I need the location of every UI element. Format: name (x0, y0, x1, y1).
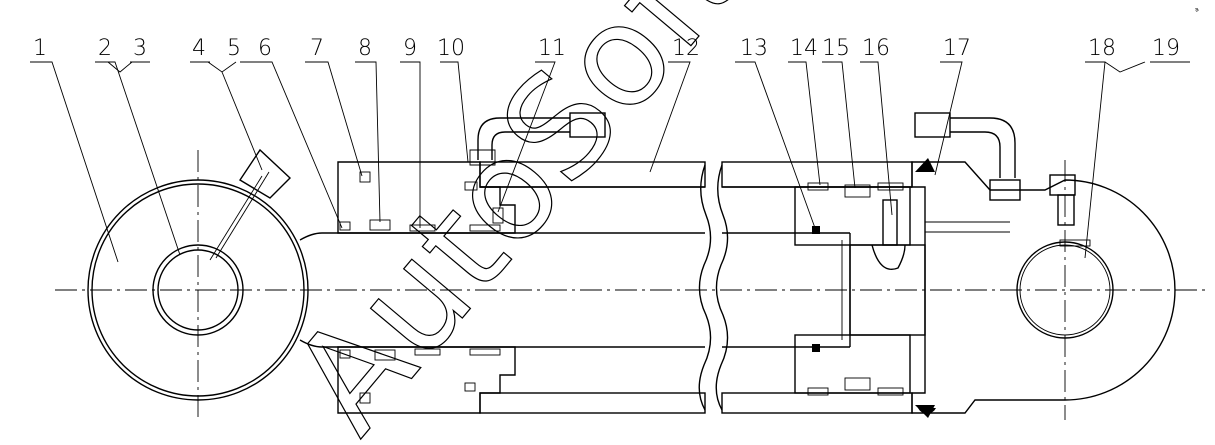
rod-eye (87, 148, 338, 401)
cylinder-bottom (911, 158, 1176, 418)
corner-mark: a (1194, 6, 1201, 14)
part-number-labels: 1 2 3 4 5 6 7 8 9 10 11 12 13 14 15 16 1… (33, 36, 1180, 61)
part-number-6: 6 (258, 36, 272, 61)
part-number-1: 1 (33, 36, 47, 61)
part-number-12: 12 (672, 36, 700, 61)
part-number-13: 13 (740, 36, 768, 61)
part-number-4: 4 (192, 36, 206, 61)
centerlines (55, 150, 1205, 420)
part-number-17: 17 (943, 36, 971, 61)
part-number-11: 11 (538, 36, 566, 61)
part-number-18: 18 (1088, 36, 1116, 61)
part-number-5: 5 (227, 36, 241, 61)
part-number-15: 15 (822, 36, 850, 61)
part-number-7: 7 (310, 36, 324, 61)
part-number-9: 9 (403, 36, 417, 61)
hydraulic-pipes (469, 112, 1016, 178)
leader-lines (30, 61, 1190, 263)
part-number-19: 19 (1152, 36, 1180, 61)
part-number-8: 8 (358, 36, 372, 61)
part-number-14: 14 (790, 36, 818, 61)
part-number-16: 16 (862, 36, 890, 61)
part-number-3: 3 (133, 36, 147, 61)
part-number-10: 10 (437, 36, 465, 61)
part-number-2: 2 (98, 36, 112, 61)
piston (794, 182, 911, 396)
break-lines (698, 164, 729, 411)
gland-head (337, 161, 516, 414)
